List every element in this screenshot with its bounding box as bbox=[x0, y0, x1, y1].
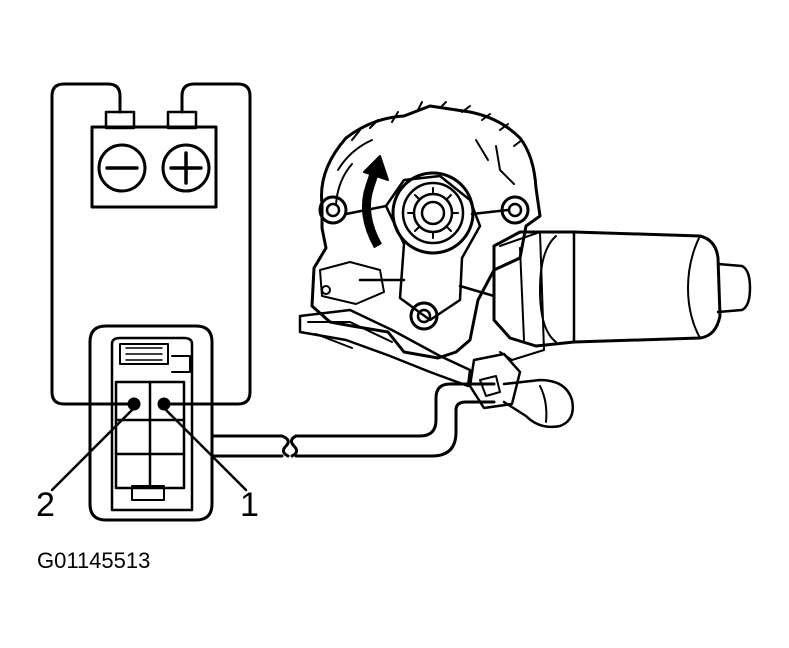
connector-latch bbox=[119, 343, 169, 365]
mount-boss-bottom bbox=[409, 301, 439, 331]
battery-body bbox=[90, 125, 218, 209]
figure-code: G01145513 bbox=[37, 548, 151, 573]
mount-boss-right bbox=[500, 195, 530, 225]
test-lead-wires bbox=[50, 82, 252, 406]
wire-grommet bbox=[502, 378, 574, 429]
drive-gear bbox=[391, 171, 475, 255]
mount-boss-left bbox=[318, 195, 348, 225]
gear-housing bbox=[310, 104, 542, 360]
pin-leaders bbox=[50, 406, 248, 492]
connector-housing bbox=[88, 324, 214, 522]
regulator-motor bbox=[298, 101, 752, 429]
rotation-arrow-icon bbox=[361, 166, 382, 249]
pin-2-label: 2 bbox=[36, 486, 55, 524]
wire-harness bbox=[210, 382, 496, 458]
negative-terminal-icon bbox=[97, 143, 147, 193]
positive-terminal-icon bbox=[161, 143, 211, 193]
battery bbox=[90, 110, 218, 209]
motor-body bbox=[492, 230, 722, 348]
motor-connector bbox=[88, 324, 214, 522]
motor-socket bbox=[468, 352, 522, 410]
pin-1-label: 1 bbox=[240, 486, 259, 524]
motor-end-cap bbox=[716, 262, 752, 314]
